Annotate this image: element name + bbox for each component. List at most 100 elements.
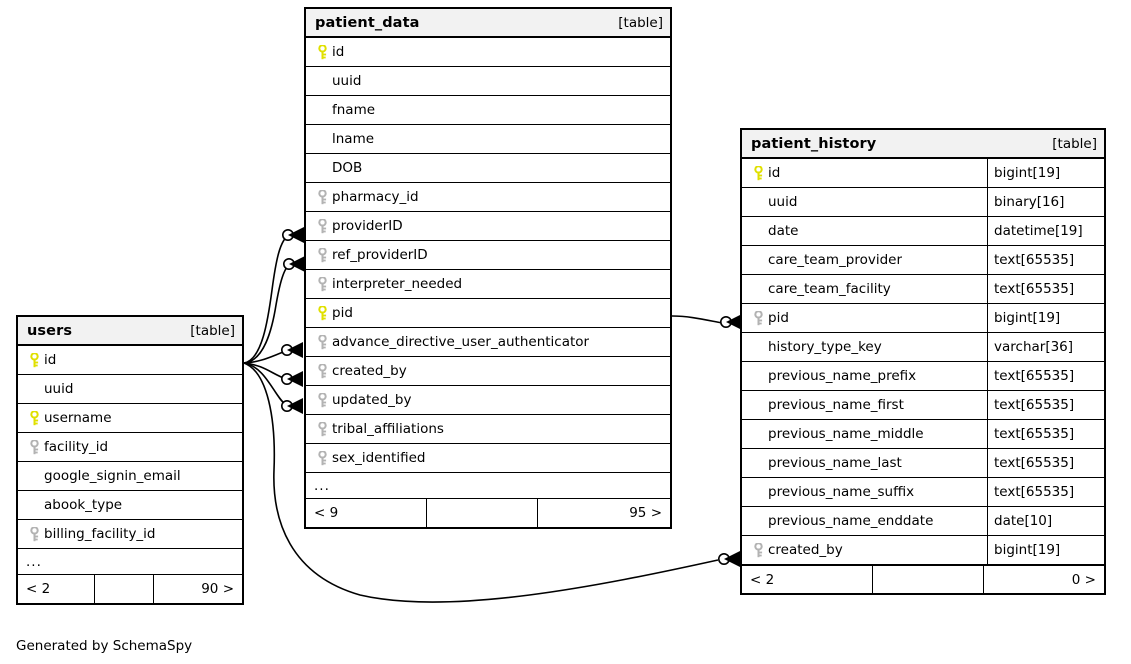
table-row[interactable]: billing_facility_id	[18, 520, 242, 549]
column-cell: previous_name_last	[742, 449, 987, 477]
no-key-icon	[314, 74, 331, 89]
table-row[interactable]: pharmacy_id	[306, 183, 670, 212]
primary-key-icon	[26, 410, 43, 426]
column-name: pid	[768, 310, 789, 326]
foreign-key-icon	[314, 276, 331, 292]
foreign-key-icon	[26, 526, 43, 542]
column-name: fname	[332, 102, 376, 118]
table-row[interactable]: previous_name_enddate date[10]	[742, 507, 1104, 536]
table-row[interactable]: uuid	[18, 375, 242, 404]
no-key-icon	[314, 161, 331, 176]
column-cell: billing_facility_id	[18, 520, 242, 548]
table-row[interactable]: id	[18, 346, 242, 375]
column-name: previous_name_prefix	[768, 368, 917, 384]
table-row[interactable]: lname	[306, 125, 670, 154]
table-row[interactable]: previous_name_last text[65535]	[742, 449, 1104, 478]
column-name: id	[44, 352, 57, 368]
table-row[interactable]: ref_providerID	[306, 241, 670, 270]
table-row[interactable]: interpreter_needed	[306, 270, 670, 299]
column-name: DOB	[332, 160, 363, 176]
table-patient-history[interactable]: patient_history [table] id bigint[19] uu…	[740, 128, 1106, 595]
column-name: care_team_provider	[768, 252, 903, 268]
column-type: text[65535]	[987, 420, 1104, 448]
column-name: providerID	[332, 218, 403, 234]
table-row[interactable]: previous_name_first text[65535]	[742, 391, 1104, 420]
edge-marker-zero-updatedby	[280, 399, 293, 412]
edge-marker-zero-providerid	[281, 229, 294, 242]
table-row[interactable]: abook_type	[18, 491, 242, 520]
table-row[interactable]: uuid	[306, 67, 670, 96]
table-users[interactable]: users [table] id uuid username	[16, 315, 244, 605]
foreign-key-icon	[314, 218, 331, 234]
table-row[interactable]: previous_name_suffix text[65535]	[742, 478, 1104, 507]
table-row[interactable]: previous_name_prefix text[65535]	[742, 362, 1104, 391]
footer-children-count: 0 >	[1071, 571, 1096, 588]
column-type: date[10]	[987, 507, 1104, 535]
table-row[interactable]: id	[306, 38, 670, 67]
foreign-key-icon	[314, 363, 331, 379]
no-key-icon	[314, 132, 331, 147]
table-row[interactable]: pid bigint[19]	[742, 304, 1104, 333]
table-users-footer: < 2 90 >	[18, 575, 242, 603]
table-row[interactable]: id bigint[19]	[742, 159, 1104, 188]
footer-spacer	[872, 566, 984, 593]
column-cell: care_team_provider	[742, 246, 987, 274]
diagram-caption: Generated by SchemaSpy	[16, 638, 193, 654]
table-row[interactable]: care_team_provider text[65535]	[742, 246, 1104, 275]
column-cell: created_by	[306, 357, 670, 385]
column-name: previous_name_first	[768, 397, 904, 413]
column-cell: pharmacy_id	[306, 183, 670, 211]
no-key-icon	[750, 369, 767, 384]
column-name: previous_name_last	[768, 455, 902, 471]
table-row[interactable]: providerID	[306, 212, 670, 241]
foreign-key-icon	[26, 439, 43, 455]
table-patient-data[interactable]: patient_data [table] id uuid fname	[304, 7, 672, 529]
edge-users-providerid	[243, 234, 290, 364]
table-row[interactable]: updated_by	[306, 386, 670, 415]
column-cell: fname	[306, 96, 670, 124]
table-row[interactable]: care_team_facility text[65535]	[742, 275, 1104, 304]
column-cell: pid	[742, 304, 987, 332]
table-row[interactable]: tribal_affiliations	[306, 415, 670, 444]
footer-parents-count: < 2	[750, 571, 775, 588]
column-name: id	[768, 165, 781, 181]
edge-marker-zero-history-createdby	[717, 552, 730, 565]
no-key-icon	[750, 224, 767, 239]
table-row[interactable]: created_by bigint[19]	[742, 536, 1104, 565]
no-key-icon	[26, 382, 43, 397]
table-row[interactable]: history_type_key varchar[36]	[742, 333, 1104, 362]
table-row[interactable]: fname	[306, 96, 670, 125]
column-type: datetime[19]	[987, 217, 1104, 245]
column-name: created_by	[768, 542, 843, 558]
table-row[interactable]: sex_identified	[306, 444, 670, 473]
edge-users-ref-providerid	[243, 263, 291, 364]
table-row[interactable]: previous_name_middle text[65535]	[742, 420, 1104, 449]
column-type: text[65535]	[987, 362, 1104, 390]
table-row[interactable]: advance_directive_user_authenticator	[306, 328, 670, 357]
table-row[interactable]: facility_id	[18, 433, 242, 462]
edge-users-advdir	[243, 350, 287, 364]
no-key-icon	[750, 485, 767, 500]
column-name: lname	[332, 131, 375, 147]
table-row[interactable]: created_by	[306, 357, 670, 386]
table-row[interactable]: pid	[306, 299, 670, 328]
footer-spacer	[94, 575, 154, 603]
table-row[interactable]: google_signin_email	[18, 462, 242, 491]
no-key-icon	[750, 340, 767, 355]
column-cell: uuid	[742, 188, 987, 216]
table-row[interactable]: DOB	[306, 154, 670, 183]
column-name: uuid	[332, 73, 362, 89]
column-name: advance_directive_user_authenticator	[332, 334, 590, 350]
table-row[interactable]: uuid binary[16]	[742, 188, 1104, 217]
column-name: abook_type	[44, 497, 123, 513]
column-type: text[65535]	[987, 391, 1104, 419]
column-cell: pid	[306, 299, 670, 327]
column-cell: care_team_facility	[742, 275, 987, 303]
no-key-icon	[750, 398, 767, 413]
table-row[interactable]: date datetime[19]	[742, 217, 1104, 246]
table-row[interactable]: username	[18, 404, 242, 433]
column-type: text[65535]	[987, 275, 1104, 303]
column-name: tribal_affiliations	[332, 421, 444, 437]
column-name: google_signin_email	[44, 468, 181, 484]
